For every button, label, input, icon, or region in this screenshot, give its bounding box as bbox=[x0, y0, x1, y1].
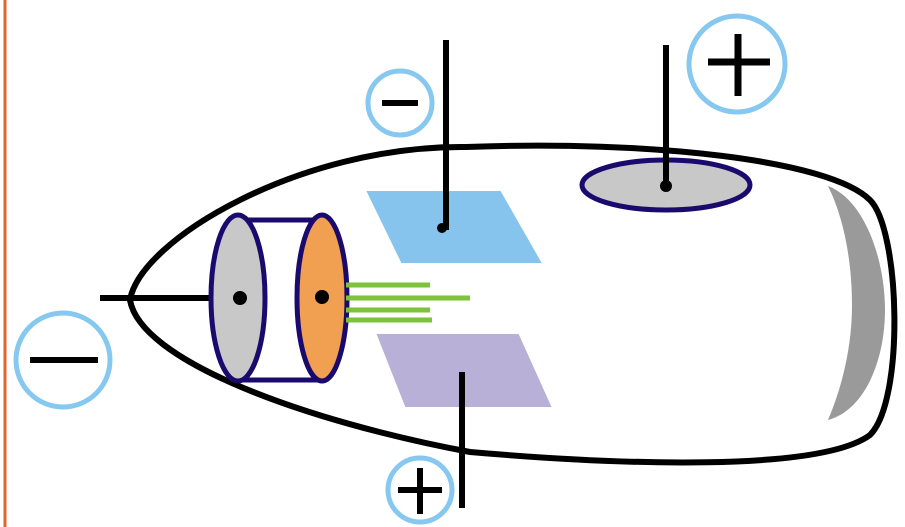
upper-plate-dot bbox=[437, 223, 447, 233]
upper-deflection-plate bbox=[366, 191, 542, 263]
lower-deflection-plate bbox=[376, 334, 552, 407]
minus-sign-icon bbox=[13, 310, 113, 410]
plus-sign-icon bbox=[686, 13, 788, 115]
cathode-dot bbox=[233, 291, 247, 305]
anode-dot bbox=[660, 180, 672, 192]
plus-sign-icon bbox=[385, 455, 455, 525]
electron-beam bbox=[346, 282, 470, 323]
heater-dot bbox=[315, 290, 329, 304]
minus-sign-icon bbox=[365, 68, 435, 138]
fluorescent-screen bbox=[828, 186, 885, 420]
